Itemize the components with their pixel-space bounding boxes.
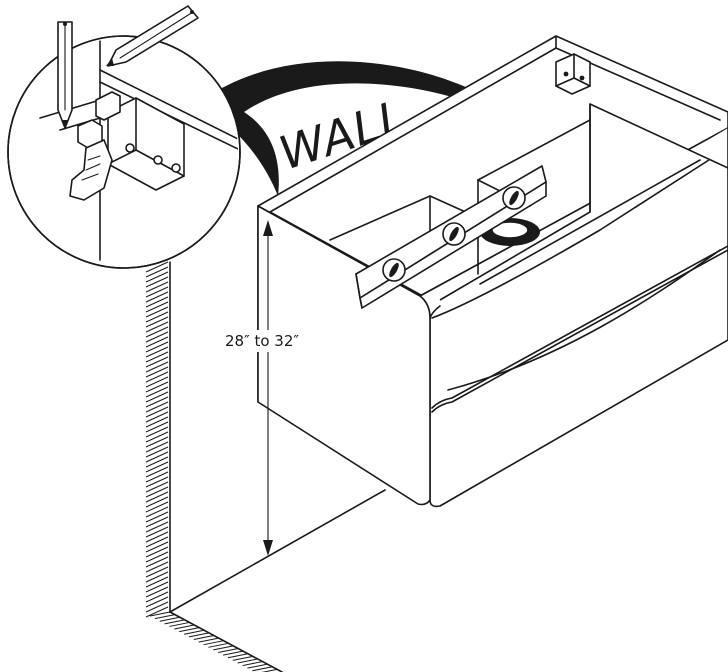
level-vial-left xyxy=(382,258,406,282)
back-bracket xyxy=(555,53,591,95)
wall-hatching xyxy=(145,261,386,672)
height-dimension-label: 28″ to 32″ xyxy=(225,332,299,350)
detail-callout xyxy=(7,35,241,269)
level-vial-right xyxy=(502,186,526,210)
level-vial-center xyxy=(442,222,466,246)
vanity-cabinet xyxy=(257,35,728,508)
wall-arrow xyxy=(188,61,468,197)
detail-bracket xyxy=(95,91,185,191)
pencil-vertical xyxy=(57,21,73,130)
spirit-level xyxy=(355,165,547,309)
height-dimension: 28″ to 32″ xyxy=(222,220,314,556)
detail-hand xyxy=(69,139,113,201)
pencil-diagonal xyxy=(106,5,199,67)
